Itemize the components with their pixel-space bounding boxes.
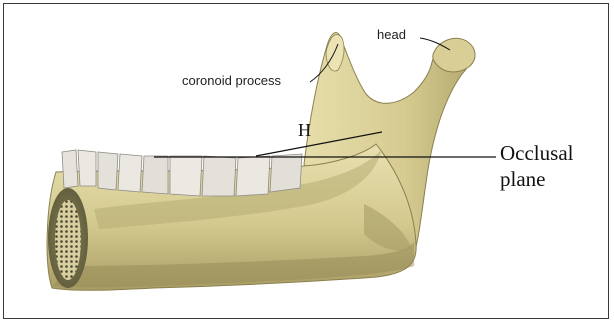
head-label: head <box>377 28 406 41</box>
tooth <box>118 154 142 192</box>
cut-surface-spongy <box>55 200 81 280</box>
tooth <box>202 156 236 196</box>
tooth <box>62 150 78 188</box>
tooth <box>98 152 118 190</box>
tooth <box>270 154 302 192</box>
occlusal-label-line1: Occlusal <box>500 140 573 166</box>
tooth <box>236 156 270 196</box>
coronoid-process-label: coronoid process <box>182 74 281 87</box>
tooth <box>142 156 168 194</box>
tooth <box>170 156 202 196</box>
tooth <box>78 150 96 186</box>
occlusal-plane-label: Occlusal plane <box>500 140 573 192</box>
h-label: H <box>298 121 311 139</box>
condyle-head <box>433 38 475 72</box>
occlusal-label-line2: plane <box>500 166 573 192</box>
figure-frame: head coronoid process H Occlusal plane <box>3 3 609 319</box>
